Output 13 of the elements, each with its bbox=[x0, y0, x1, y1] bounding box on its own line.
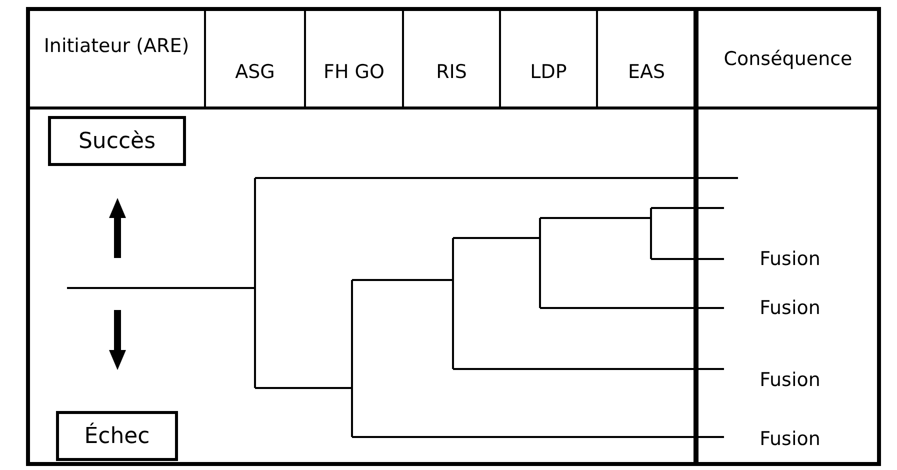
consequence-label: Fusion bbox=[758, 296, 822, 320]
column-header: FH GO bbox=[322, 60, 386, 84]
column-header: RIS bbox=[435, 60, 468, 84]
outcome-box: Succès bbox=[48, 116, 186, 166]
consequence-label: Fusion bbox=[758, 427, 822, 451]
column-header: Initiateur (ARE) bbox=[42, 34, 190, 58]
column-header: LDP bbox=[529, 60, 568, 84]
column-header: Conséquence bbox=[722, 47, 854, 71]
consequence-label: Fusion bbox=[758, 368, 822, 392]
column-header: ASG bbox=[234, 60, 276, 84]
column-header: EAS bbox=[626, 60, 666, 84]
consequence-label: Fusion bbox=[758, 247, 822, 271]
outcome-box: Échec bbox=[56, 411, 178, 461]
